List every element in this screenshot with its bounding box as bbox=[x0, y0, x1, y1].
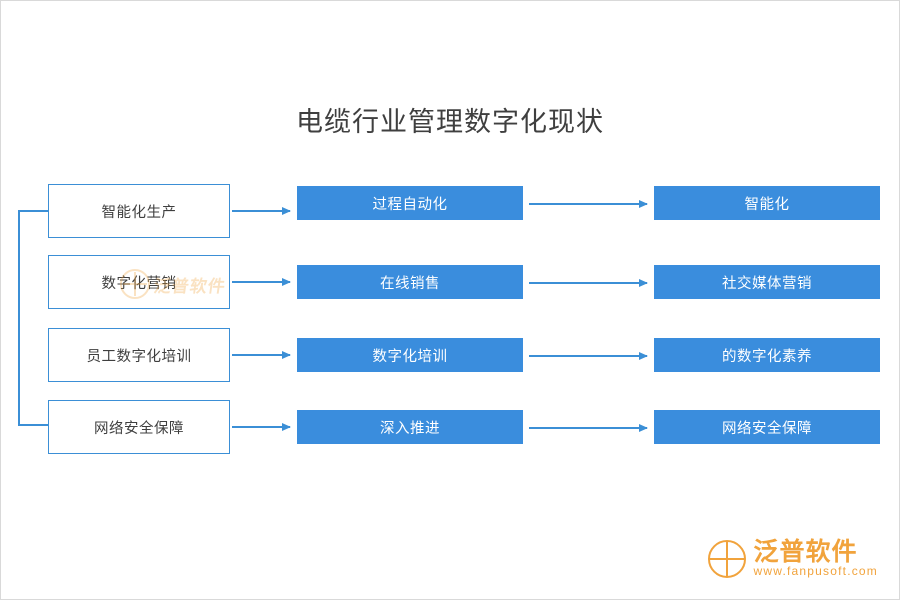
middle-box-row-1[interactable]: 在线销售 bbox=[297, 265, 523, 299]
arrow-middle-to-right-row-1 bbox=[529, 278, 648, 287]
arrow-left-to-middle-row-2 bbox=[232, 350, 291, 359]
arrow-middle-to-right-row-2 bbox=[529, 351, 648, 360]
right-box-row-0[interactable]: 智能化 bbox=[654, 186, 880, 220]
arrow-middle-to-right-row-0 bbox=[529, 199, 648, 208]
arrow-left-to-middle-row-3 bbox=[232, 422, 291, 431]
right-box-row-1[interactable]: 社交媒体营销 bbox=[654, 265, 880, 299]
right-box-row-2[interactable]: 的数字化素养 bbox=[654, 338, 880, 372]
logo-name-cn: 泛普软件 bbox=[753, 538, 858, 567]
left-box-row-3[interactable]: 网络安全保障 bbox=[48, 400, 230, 454]
arrow-middle-to-right-row-3 bbox=[529, 423, 648, 432]
middle-box-row-2[interactable]: 数字化培训 bbox=[297, 338, 523, 372]
left-box-row-2[interactable]: 员工数字化培训 bbox=[48, 328, 230, 382]
page-title: 电缆行业管理数字化现状 bbox=[296, 107, 604, 137]
globe-icon bbox=[707, 539, 746, 578]
middle-box-row-0[interactable]: 过程自动化 bbox=[297, 186, 523, 220]
logo-url: www.fanpusoft.com bbox=[753, 564, 878, 579]
right-box-row-3[interactable]: 网络安全保障 bbox=[654, 410, 880, 444]
middle-box-row-3[interactable]: 深入推进 bbox=[297, 410, 523, 444]
arrow-left-to-middle-row-1 bbox=[232, 277, 291, 286]
arrow-left-to-middle-row-0 bbox=[232, 206, 291, 215]
left-box-row-1[interactable]: 数字化营销 bbox=[48, 255, 230, 309]
left-bracket-connector bbox=[18, 210, 48, 426]
brand-logo: 泛普软件 www.fanpusoft.com bbox=[707, 539, 878, 578]
left-box-row-0[interactable]: 智能化生产 bbox=[48, 184, 230, 238]
logo-text-group: 泛普软件 www.fanpusoft.com bbox=[754, 539, 878, 578]
